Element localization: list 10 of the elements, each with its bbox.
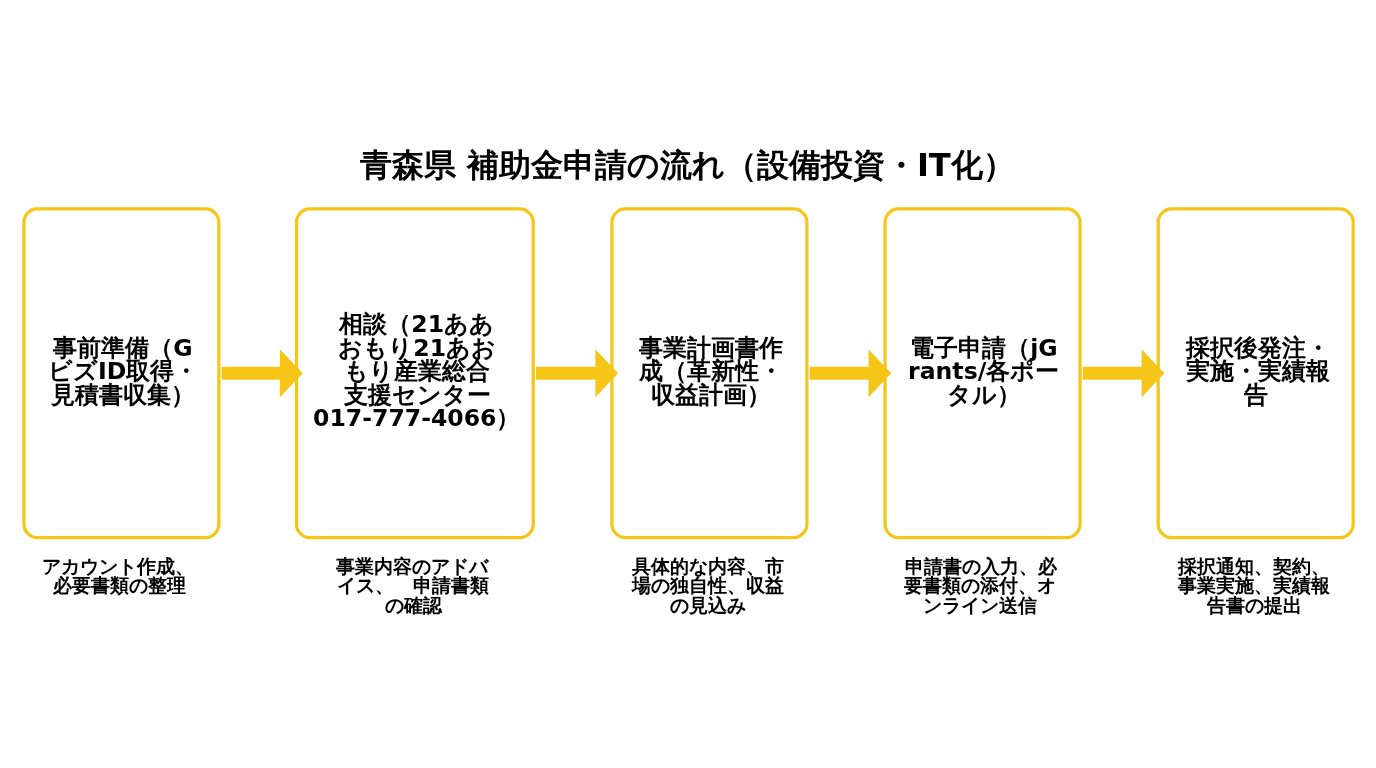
node-label: 事業内容のアドバイス、 申請書類の確認	[335, 554, 489, 617]
node-label: 具体的な内容、市場の独自性、収益の見込み	[631, 554, 784, 617]
node-label: アカウント作成、必要書類の整理	[42, 554, 195, 598]
arrow	[1082, 349, 1165, 398]
arrow	[809, 349, 892, 398]
node-label: 申請書の入力、必要書類の添付、オンライン送信	[904, 554, 1057, 617]
arrow	[535, 349, 619, 398]
arrow	[221, 349, 303, 398]
diagram-title: 青森県 補助金申請の流れ（設備投資・IT化）	[359, 146, 1015, 185]
node-label: 採択通知、契約、事業実施、実績報告書の提出	[1178, 554, 1331, 617]
